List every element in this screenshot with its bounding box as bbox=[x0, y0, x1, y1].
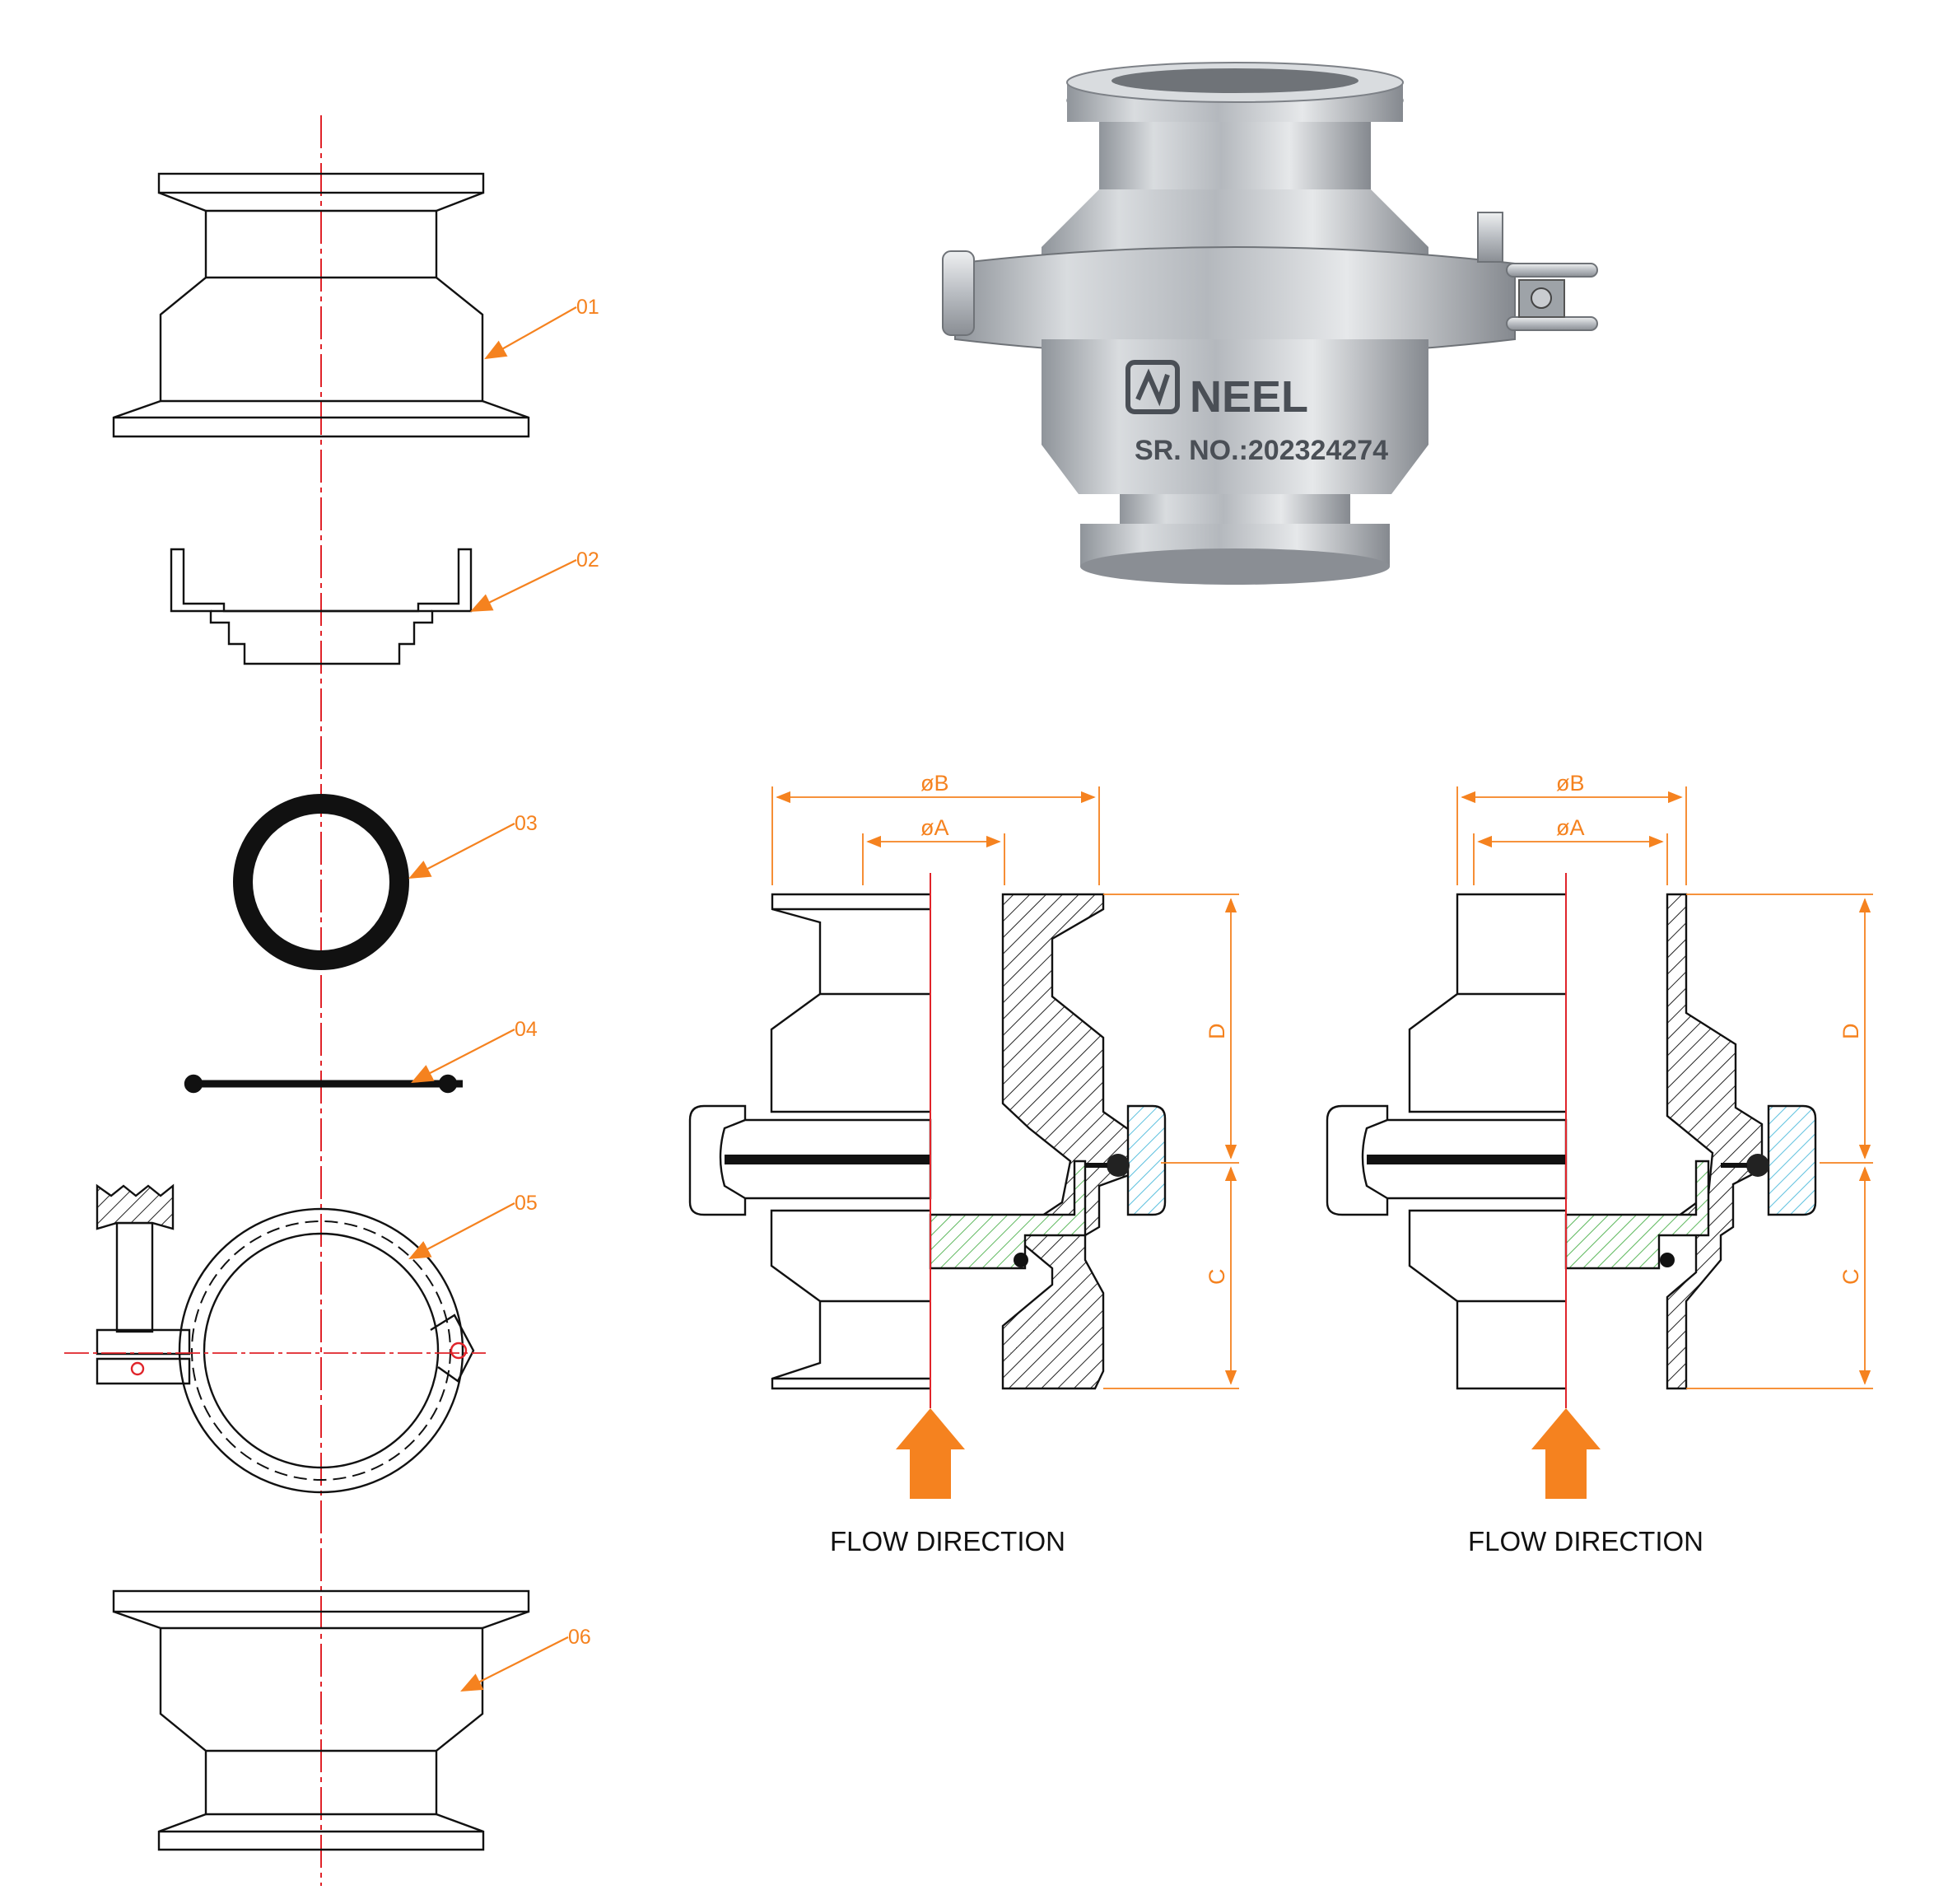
dims-section-2 bbox=[1456, 786, 1873, 1389]
section-view-1: FLOW DIRECTION bbox=[688, 873, 1167, 1556]
callout-02: 02 bbox=[576, 548, 599, 572]
part-03-o-ring bbox=[233, 794, 409, 970]
wing-nut-icon bbox=[96, 1183, 175, 1333]
neel-logo-icon bbox=[1125, 360, 1180, 414]
photo-brand: NEEL bbox=[1190, 372, 1308, 422]
dim-upper-length-1: D bbox=[1205, 1024, 1229, 1040]
dim-upper-length-2: D bbox=[1838, 1024, 1863, 1040]
callout-labels: 01 02 03 04 05 06 bbox=[515, 296, 599, 1649]
callout-03: 03 bbox=[515, 812, 538, 835]
dim-inner-diameter-1: øA bbox=[920, 815, 949, 840]
part-05-clamp bbox=[64, 1183, 486, 1494]
dim-inner-diameter-2: øA bbox=[1556, 815, 1585, 840]
callout-01: 01 bbox=[576, 296, 599, 319]
callout-04: 04 bbox=[515, 1018, 538, 1041]
dim-lower-length-1: C bbox=[1205, 1269, 1229, 1286]
photo-wing-nut-icon bbox=[1477, 212, 1598, 331]
part-06-lower-body bbox=[112, 1589, 530, 1851]
dim-outer-diameter-1: øB bbox=[920, 771, 949, 796]
flow-label-2: FLOW DIRECTION bbox=[1468, 1526, 1703, 1556]
hinge-pin-icon bbox=[450, 1342, 468, 1360]
callout-leaders bbox=[408, 306, 577, 1692]
dim-lower-length-2: C bbox=[1838, 1269, 1863, 1286]
dim-outer-diameter-2: øB bbox=[1556, 771, 1585, 796]
callout-06: 06 bbox=[568, 1626, 591, 1649]
photo-serial: SR. NO.:202324274 bbox=[1135, 435, 1388, 466]
flow-arrow-1 bbox=[896, 1408, 965, 1499]
flow-label-1: FLOW DIRECTION bbox=[830, 1526, 1065, 1556]
part-01-upper-body bbox=[112, 172, 530, 438]
section-view-2: FLOW DIRECTION bbox=[1326, 873, 1817, 1556]
part-04-gasket bbox=[184, 1074, 463, 1094]
flow-arrow-2 bbox=[1531, 1408, 1601, 1499]
dims-section-1 bbox=[771, 786, 1239, 1389]
callout-05: 05 bbox=[515, 1192, 538, 1215]
part-02-disc-holder bbox=[170, 548, 473, 665]
exploded-view bbox=[64, 115, 530, 1886]
product-photo: NEEL SR. NO.:202324274 bbox=[942, 62, 1598, 585]
